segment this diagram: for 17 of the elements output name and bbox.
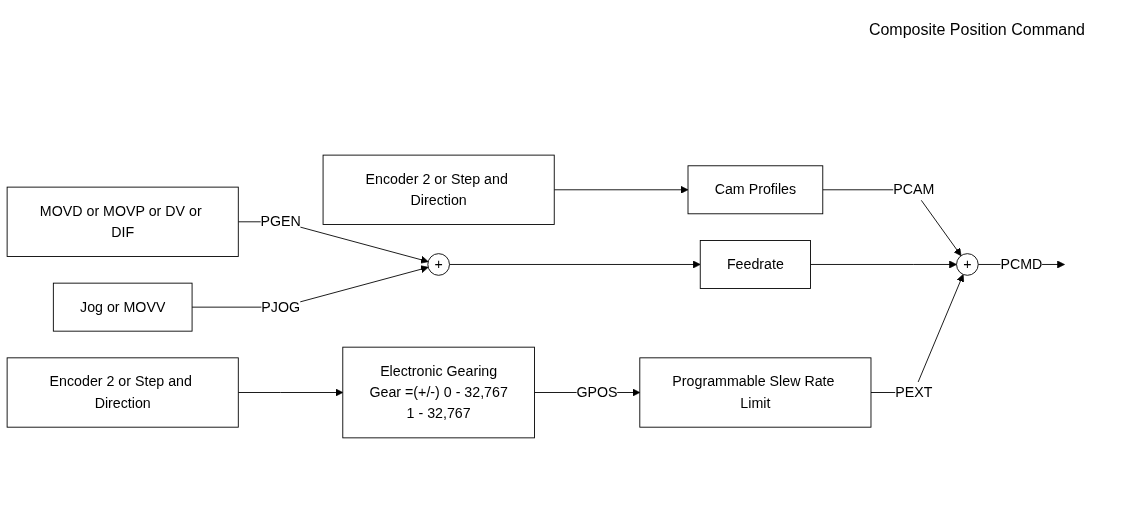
- node-circle: +: [427, 252, 450, 276]
- edge-label: PJOG: [261, 298, 301, 314]
- edge-label: PCAM: [893, 181, 935, 197]
- node-box: Feedrate: [699, 239, 811, 289]
- edge-label: PCMD: [1000, 255, 1043, 272]
- node-box: Encoder 2 or Step and Direction: [322, 154, 555, 225]
- node-box: Jog or MOVV: [52, 282, 193, 332]
- node-box: Programmable Slew Rate Limit: [639, 356, 872, 428]
- node-circle: +: [956, 252, 979, 276]
- node-box: MOVD or MOVP or DV or DIF: [6, 186, 239, 257]
- edge-label: PGEN: [260, 213, 301, 229]
- output-label: Composite Position Command: [868, 21, 1085, 39]
- node-box: Cam Profiles: [687, 164, 824, 214]
- node-box: Encoder 2 or Step and Direction: [6, 356, 239, 428]
- edge-label: PEXT: [895, 384, 933, 400]
- node-box: Electronic Gearing Gear =(+/-) 0 - 32,767 1 - 32,767: [342, 346, 535, 438]
- edge-label: GPOS: [576, 384, 618, 400]
